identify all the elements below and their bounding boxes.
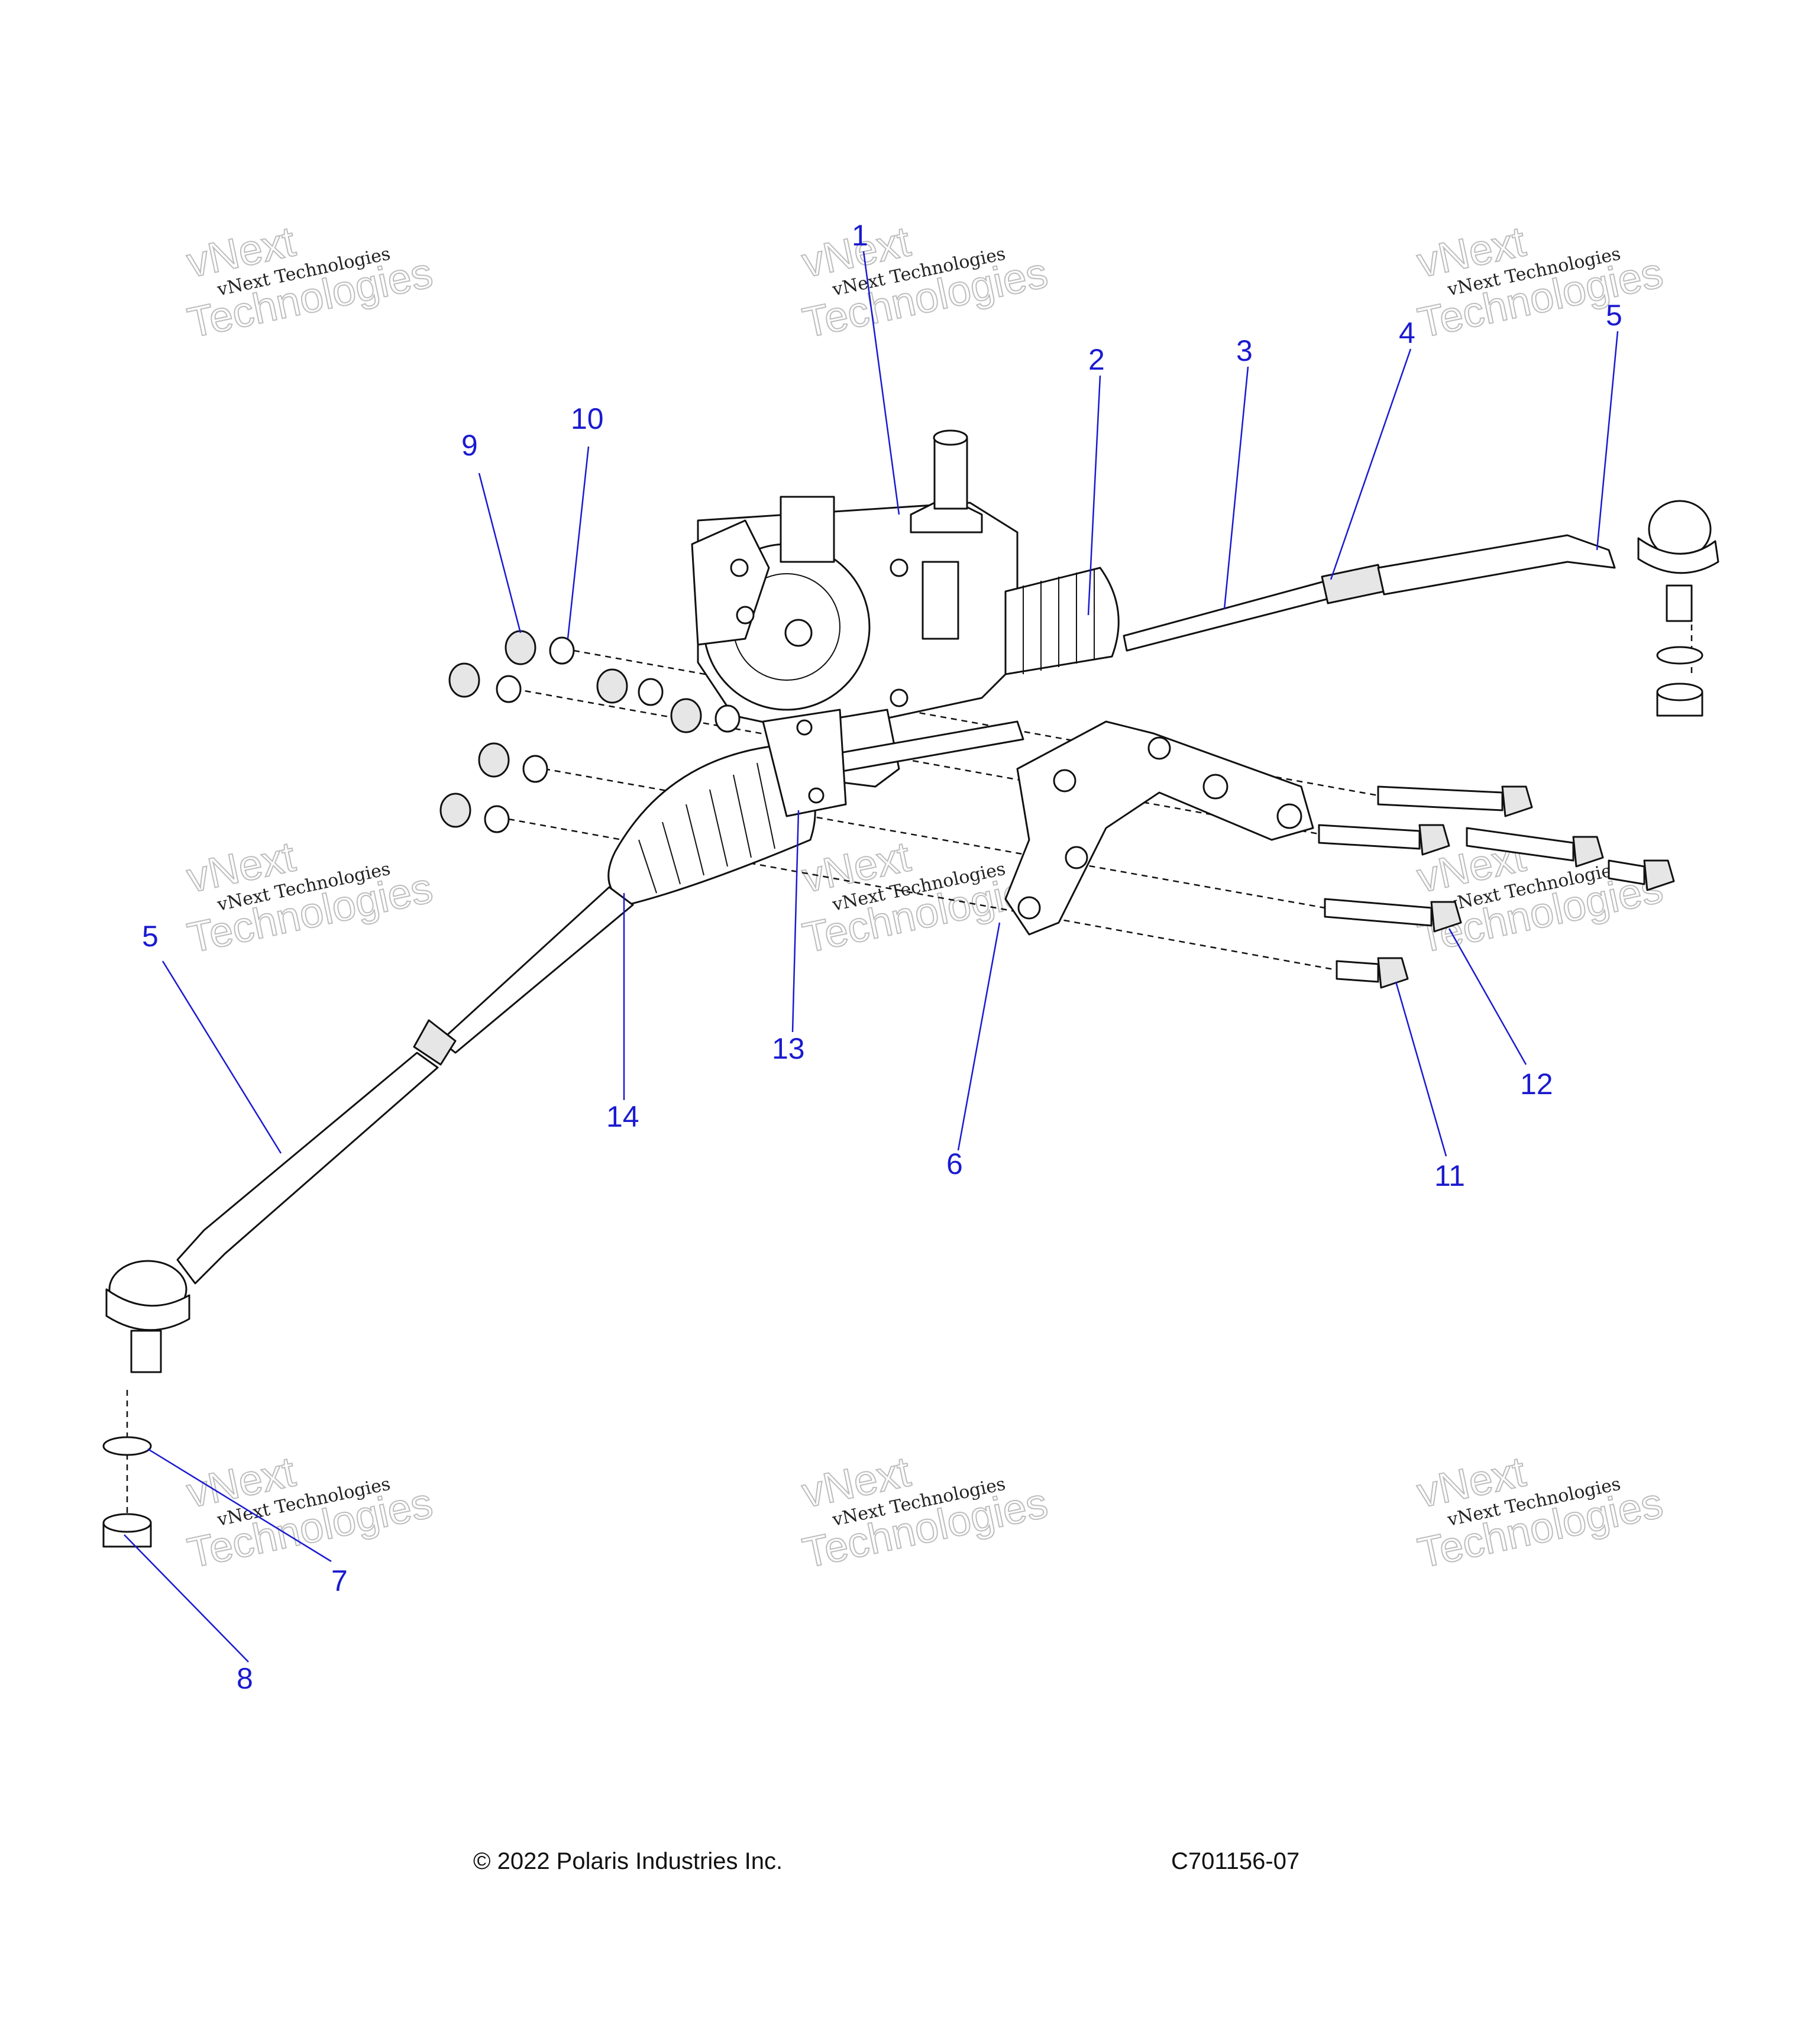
bolt: [1324, 898, 1462, 933]
leader-lines: [124, 251, 1619, 1663]
callout-3: 3: [1236, 334, 1253, 367]
bushing-washer-group: [439, 630, 741, 833]
callout-2: 2: [1088, 343, 1105, 376]
watermark-bottom-left: vNext vNext Technologies Technologies: [182, 1447, 437, 1577]
left-washer: [102, 1436, 152, 1456]
left-mount-plate: [762, 709, 847, 817]
callout-13: 13: [772, 1032, 805, 1065]
bolt-group: [1318, 785, 1675, 989]
rack-tube-and-left-boot: [607, 709, 1024, 906]
callout-5-left: 5: [142, 920, 159, 953]
callout-5-right: 5: [1606, 299, 1622, 332]
bushing: [505, 630, 536, 665]
callout-6: 6: [946, 1147, 963, 1181]
bolt: [1336, 957, 1409, 989]
bolt: [1466, 827, 1604, 868]
bushing: [439, 793, 471, 828]
bushing: [670, 698, 702, 733]
watermark-top-left: vNext vNext Technologies Technologies: [182, 217, 437, 347]
watermark-bottom-center: vNext vNext Technologies Technologies: [797, 1447, 1052, 1577]
callout-12: 12: [1520, 1068, 1553, 1101]
mounting-bracket: [1004, 720, 1314, 936]
washer: [522, 755, 548, 783]
callout-1: 1: [852, 219, 868, 252]
bolt: [1608, 859, 1675, 891]
callout-9: 9: [461, 429, 478, 462]
right-tie-rod-stud: [1666, 584, 1693, 622]
washer: [549, 636, 575, 665]
right-bellows-boot: [1004, 567, 1120, 675]
right-washer: [1656, 646, 1703, 665]
bolt: [1377, 785, 1533, 817]
sensor-connector: [922, 561, 959, 640]
watermark-bottom-right: vNext vNext Technologies Technologies: [1412, 1447, 1667, 1577]
washer: [638, 678, 664, 706]
callout-4: 4: [1399, 316, 1415, 350]
bushing: [478, 742, 510, 778]
watermark-top-right: vNext vNext Technologies Technologies: [1412, 217, 1667, 347]
steering-input-shaft: [933, 436, 968, 510]
callout-8: 8: [237, 1662, 253, 1695]
copyright-text: © 2022 Polaris Industries Inc.: [473, 1848, 783, 1874]
drawing-number: C701156-07: [1171, 1848, 1299, 1874]
watermark-top-center: vNext vNext Technologies Technologies: [797, 217, 1052, 347]
callout-14: 14: [606, 1100, 639, 1133]
bushing: [596, 668, 628, 704]
washer: [496, 675, 522, 703]
callout-7: 7: [331, 1564, 348, 1597]
washer: [484, 805, 510, 833]
callout-11: 11: [1434, 1159, 1465, 1192]
watermark-middle-left: vNext vNext Technologies Technologies: [182, 832, 437, 962]
bushing: [448, 662, 480, 698]
callouts: 1 2 3 4 5 5 6 7 8 9 10 11 12 13 14: [142, 219, 1622, 1695]
left-tie-rod-stud: [130, 1330, 162, 1373]
right-tie-rod: [1123, 500, 1719, 717]
connector-block: [780, 496, 835, 563]
left-tie-rod: [102, 886, 634, 1548]
washer: [714, 704, 741, 733]
callout-10: 10: [571, 402, 604, 435]
bolt: [1318, 824, 1450, 856]
